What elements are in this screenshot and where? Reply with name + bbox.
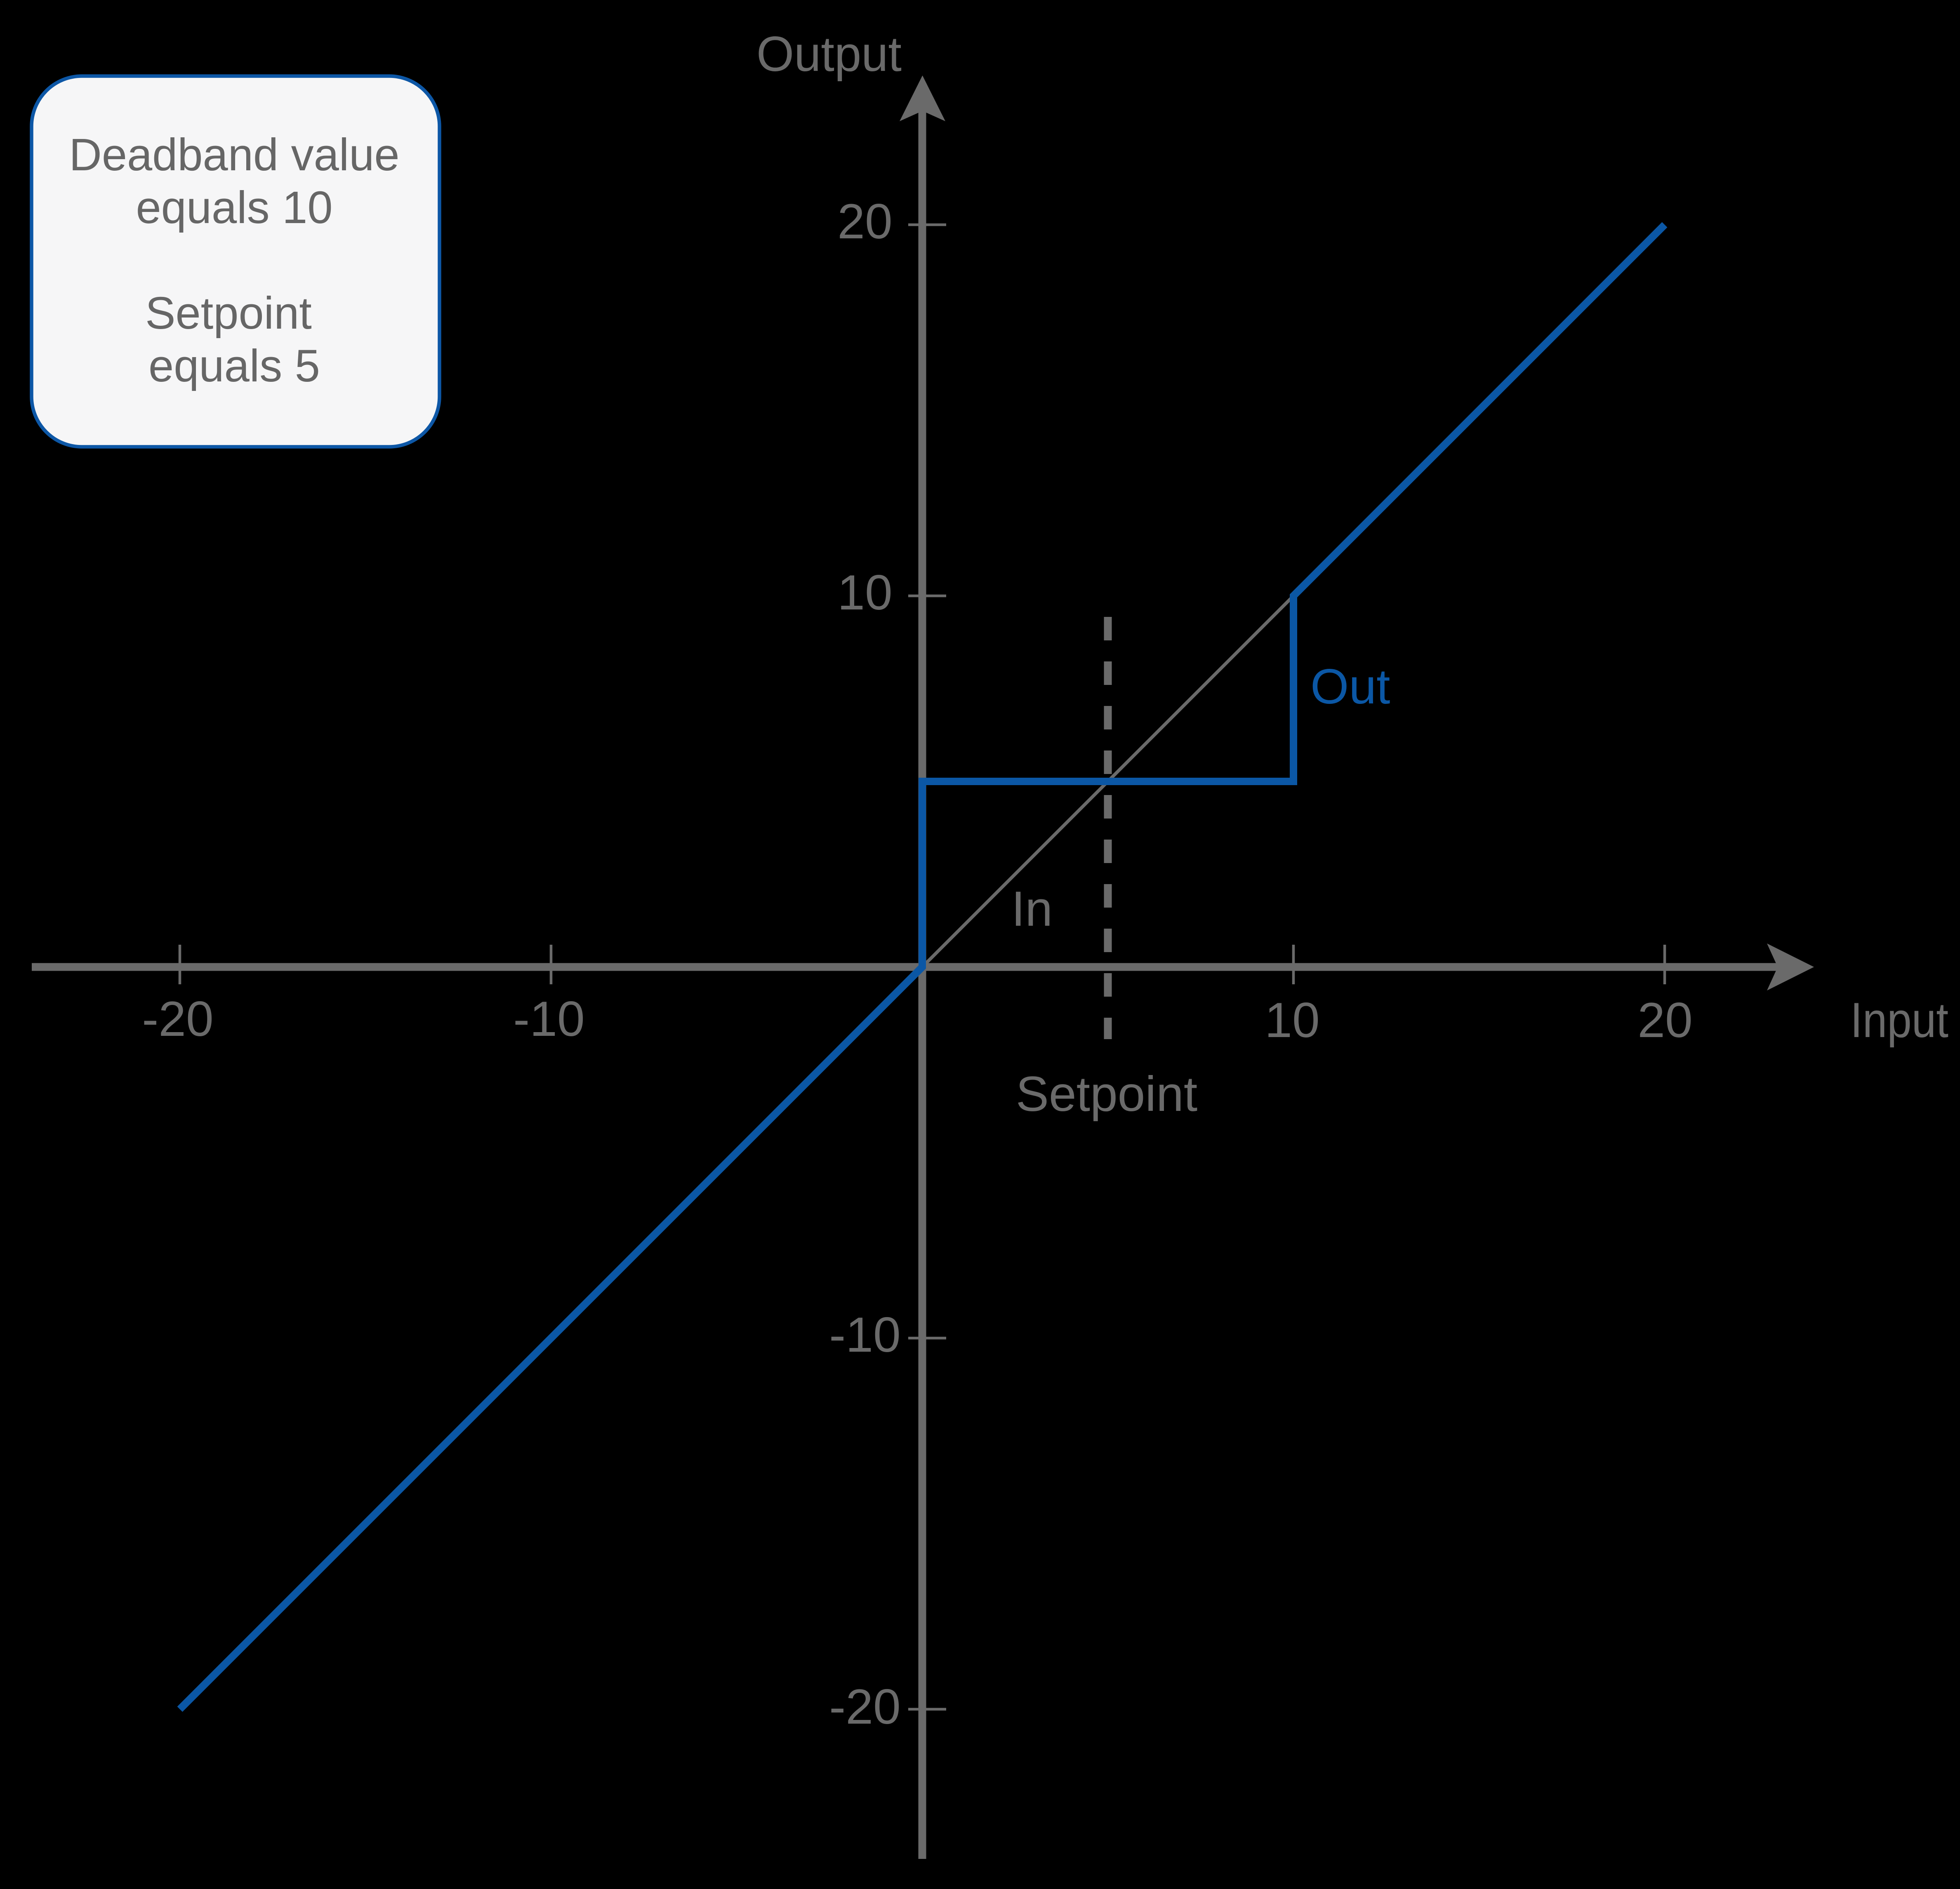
svg-text:In: In [1011,881,1053,936]
svg-text:equals 5: equals 5 [148,341,320,391]
svg-text:-10: -10 [513,991,584,1047]
svg-text:Setpoint: Setpoint [145,288,312,339]
svg-text:Out: Out [1310,659,1390,714]
svg-text:20: 20 [837,194,892,249]
svg-text:Setpoint: Setpoint [1016,1066,1197,1122]
svg-text:-20: -20 [142,991,213,1047]
svg-text:equals 10: equals 10 [136,182,332,233]
svg-text:-10: -10 [829,1307,900,1362]
svg-text:10: 10 [837,565,892,620]
svg-text:20: 20 [1637,993,1692,1048]
svg-text:10: 10 [1265,993,1319,1048]
svg-text:Output: Output [756,26,902,82]
svg-text:Input: Input [1850,993,1948,1048]
svg-text:Deadband value: Deadband value [69,129,399,180]
svg-text:-20: -20 [829,1679,900,1734]
